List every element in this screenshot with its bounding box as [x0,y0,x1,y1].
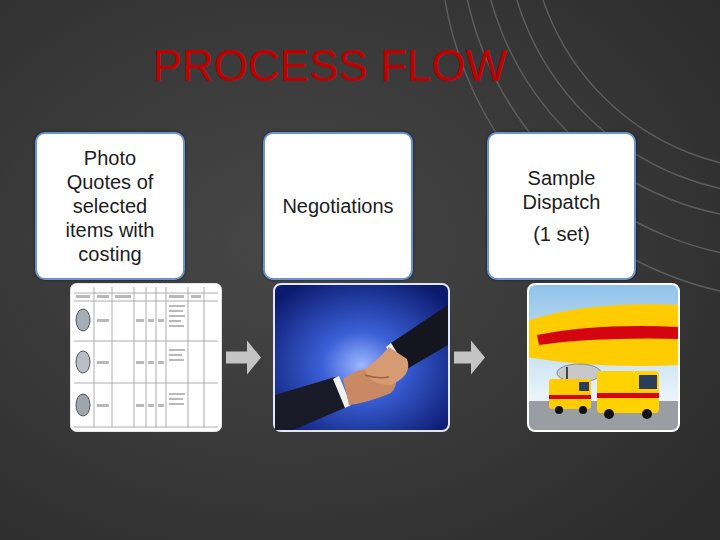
courier-plane-photo-part [579,406,587,414]
costing-table-photo-part [74,287,218,427]
costing-table-photo-part [94,287,95,427]
process-step: Negotiations [263,132,450,432]
courier-plane-photo-part [597,371,659,413]
courier-plane-photo-part [549,395,591,399]
costing-table-photo-part [169,349,185,351]
costing-table-photo-part [136,361,144,364]
courier-plane-photo-part [604,409,614,419]
step-box: Photo Quotes of selected items with cost… [35,132,185,280]
flow-arrow [454,341,485,375]
costing-table-photo-part [76,295,201,407]
costing-table-photo-part [156,287,157,427]
costing-table-photo-part [191,295,201,298]
costing-table-photo-part [97,404,109,407]
courier-plane-photo-part [579,382,589,391]
costing-table-photo-part [204,287,205,427]
handshake-photo-part [274,284,449,431]
costing-table-photo-part [71,284,222,432]
costing-table-photo-part [169,310,183,312]
costing-table-photo-part [169,295,184,298]
courier-plane-photo-part [597,393,659,398]
step-text: Negotiations [282,194,393,218]
process-step: Sample Dispatch (1 set) [487,132,680,432]
process-step: Photo Quotes of selected items with cost… [35,132,222,432]
costing-table-photo-part [76,309,90,331]
courier-plane-photo-part [528,284,679,431]
flow-arrow [226,341,261,375]
costing-table-photo-part [148,404,154,407]
costing-table-photo-part [169,359,184,361]
costing-table-photo-part [97,295,109,298]
costing-table-photo [70,283,222,432]
costing-table-photo-part [169,354,182,356]
costing-table-photo-part [158,319,164,322]
costing-table-photo-part [169,398,183,400]
costing-table-photo-part [76,295,90,298]
costing-table-photo-part [169,315,185,317]
arrow-shaft [226,352,248,364]
arrow-head [247,341,261,375]
handshake-photo-part [365,375,389,378]
courier-plane-photo-part [528,304,679,366]
handshake-photo-part [365,347,408,385]
courier-plane-photo-part [537,326,679,345]
costing-table-photo-part [146,287,147,427]
costing-table-photo-part [169,320,181,322]
slide-title: PROCESS FLOW [95,40,565,92]
arrow-shaft [454,352,472,364]
step-text: (1 set) [533,222,590,246]
costing-table-photo-part [76,351,90,373]
step-text: Photo Quotes of selected items with cost… [55,146,165,266]
costing-table-photo-part [158,404,164,407]
costing-table-photo-part [136,404,144,407]
courier-plane-photo-part [549,379,591,409]
handshake-photo [273,283,450,432]
courier-plane-photo [527,283,680,432]
costing-table-photo-part [169,305,185,307]
costing-table-photo-part [148,361,154,364]
costing-table-photo-part [148,319,154,322]
step-box: Negotiations [263,132,413,280]
costing-table-photo-part [97,361,109,364]
costing-table-photo-part [169,393,185,395]
arrow-head [471,341,485,375]
costing-table-photo-part [158,361,164,364]
courier-plane-photo-part [528,284,679,431]
courier-plane-photo-part [639,375,657,389]
costing-table-photo-part [136,319,144,322]
costing-table-photo-part [188,287,189,427]
step-text: Sample Dispatch [502,166,622,214]
courier-plane-photo-part [642,409,652,419]
costing-table-photo-part [97,319,109,322]
courier-plane-photo-part [555,406,563,414]
step-box: Sample Dispatch (1 set) [487,132,636,280]
costing-table-photo-part [76,394,90,416]
courier-plane-photo-part [528,284,679,431]
costing-table-photo-part [169,325,184,327]
costing-table-photo-part [112,287,113,427]
costing-table-photo-part [166,287,167,427]
costing-table-photo-part [169,403,184,405]
costing-table-photo-part [134,287,135,427]
costing-table-photo-part [115,295,131,298]
